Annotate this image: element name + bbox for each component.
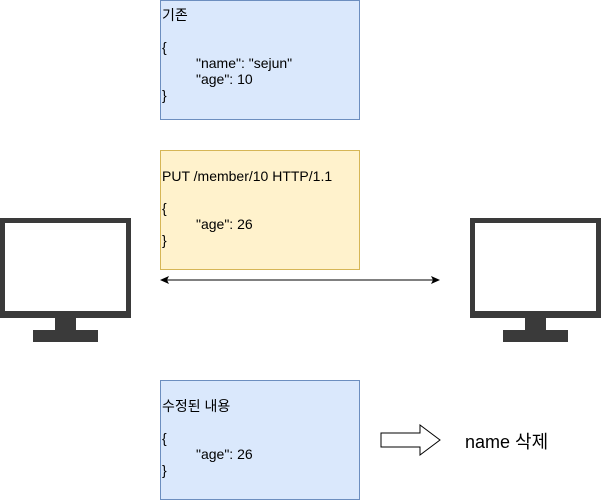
- before-name-line: "name": "sejun": [196, 55, 293, 71]
- before-close-brace: }: [162, 87, 167, 103]
- after-close-brace: }: [162, 462, 167, 478]
- before-open-brace: {: [162, 39, 167, 55]
- after-age-line: "age": 26: [196, 446, 253, 462]
- block-arrow-right: [380, 424, 441, 456]
- monitor-icon: [0, 218, 131, 342]
- after-open-brace: {: [162, 430, 167, 446]
- before-age-line: "age": 10: [196, 71, 253, 87]
- after-title: 수정된 내용: [162, 398, 231, 414]
- request-line: PUT /member/10 HTTP/1.1: [162, 168, 333, 184]
- put-request-box: PUT /member/10 HTTP/1.1 { "age": 26 }: [160, 150, 360, 270]
- request-open-brace: {: [162, 200, 167, 216]
- double-arrow: [160, 276, 440, 284]
- before-json-box: 기존 { "name": "sejun" "age": 10 }: [160, 0, 360, 120]
- monitor-icon: [470, 218, 601, 342]
- before-title: 기존: [162, 7, 188, 23]
- request-close-brace: }: [162, 232, 167, 248]
- request-age-line: "age": 26: [196, 216, 253, 232]
- after-json-box: 수정된 내용 { "age": 26 }: [160, 380, 360, 500]
- result-note: name 삭제: [465, 432, 549, 452]
